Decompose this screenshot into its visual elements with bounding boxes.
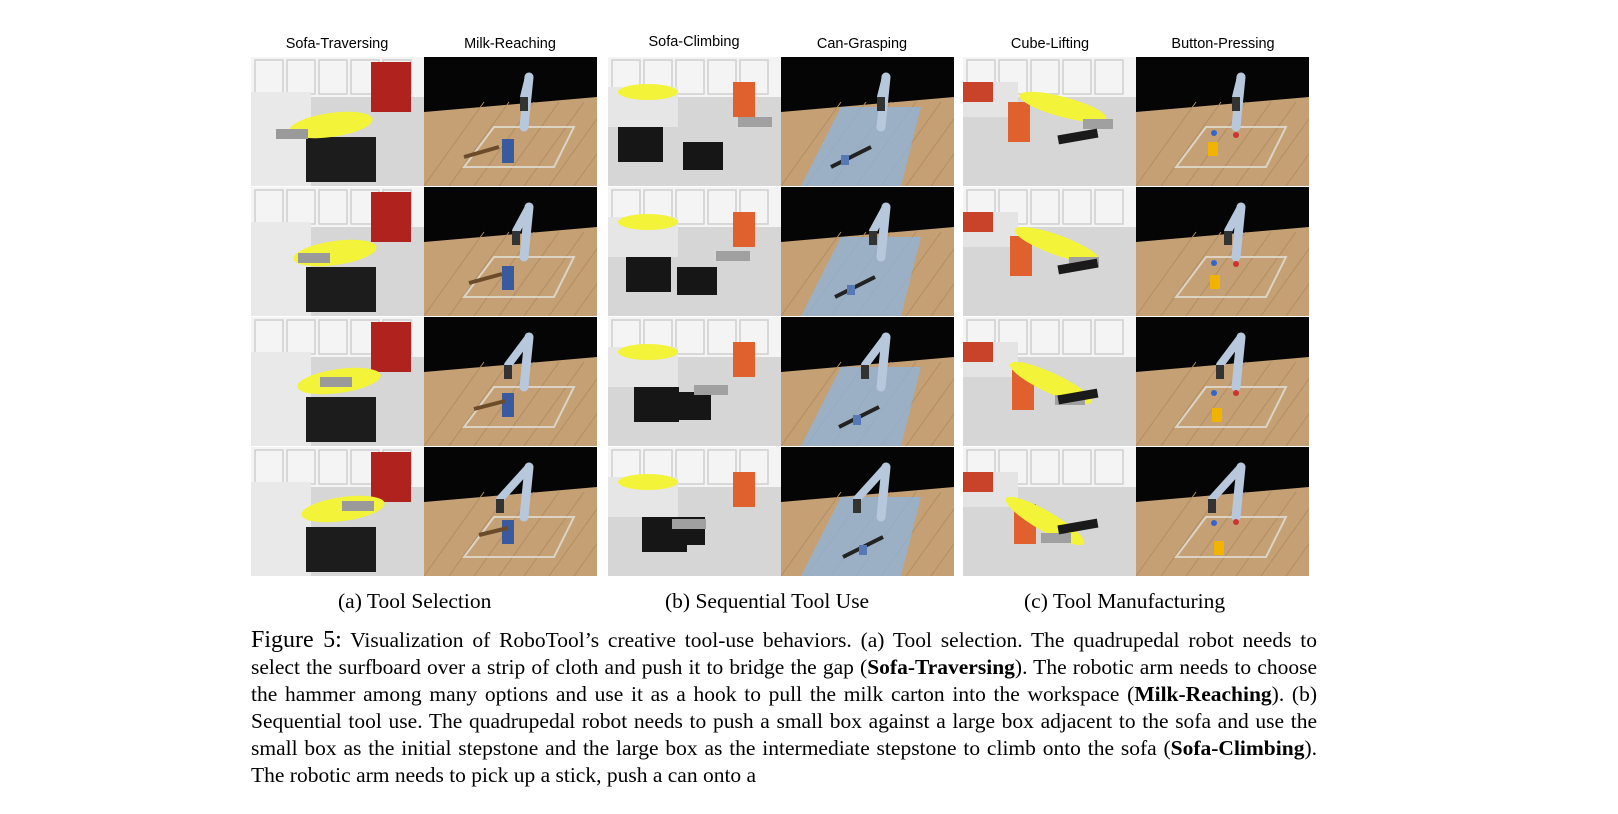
scene-illustration [1136,447,1309,576]
scene-illustration [608,187,781,316]
photo-quad-surf-frame-4 [251,447,424,576]
photo-arm-button-frame-1 [1136,57,1309,186]
figure-caption: Figure 5: Visualization of RoboTool’s cr… [251,627,1317,789]
scene-illustration [781,57,954,186]
scene-illustration [781,447,954,576]
scene-illustration [424,187,597,316]
scene-illustration [251,447,424,576]
photo-arm-can-frame-3 [781,317,954,446]
photo-quad-chair-frame-3 [963,317,1136,446]
scene-illustration [608,317,781,446]
figure-label: Figure 5: [251,627,342,653]
photo-quad-surf-frame-2 [251,187,424,316]
scene-illustration [963,187,1136,316]
column-label-can-grasping: Can-Grasping [816,36,908,52]
scene-illustration [251,57,424,186]
subcaption-tool-selection: (a) Tool Selection [338,589,492,613]
column-label-button-pressing: Button-Pressing [1171,36,1275,52]
photo-arm-button-frame-4 [1136,447,1309,576]
photo-arm-milk-frame-4 [424,447,597,576]
scene-illustration [963,447,1136,576]
caption-bold-term: Sofa-Climbing [1170,736,1305,760]
photo-arm-milk-frame-3 [424,317,597,446]
subcaption-sequential-tool-use: (b) Sequential Tool Use [665,589,870,613]
scene-illustration [1136,187,1309,316]
scene-illustration [963,57,1136,186]
column-label-sofa-climbing: Sofa-Climbing [648,34,740,50]
subcaption-tool-manufacturing: (c) Tool Manufacturing [1024,589,1226,613]
scene-illustration [963,317,1136,446]
scene-illustration [424,317,597,446]
photo-arm-button-frame-3 [1136,317,1309,446]
photo-arm-milk-frame-1 [424,57,597,186]
scene-illustration [424,57,597,186]
scene-illustration [608,57,781,186]
scene-illustration [424,447,597,576]
photo-quad-box-frame-4 [608,447,781,576]
scene-illustration [781,187,954,316]
photo-quad-surf-frame-1 [251,57,424,186]
photo-quad-chair-frame-2 [963,187,1136,316]
column-label-sofa-traversing: Sofa-Traversing [285,36,389,52]
photo-arm-can-frame-4 [781,447,954,576]
photo-arm-milk-frame-2 [424,187,597,316]
scene-illustration [251,187,424,316]
caption-text: ). (b) Sequential tool use. The quadrupe… [251,682,1317,760]
scene-illustration [608,447,781,576]
photo-quad-chair-frame-4 [963,447,1136,576]
photo-quad-surf-frame-3 [251,317,424,446]
column-label-cube-lifting: Cube-Lifting [1010,36,1090,52]
photo-arm-can-frame-1 [781,57,954,186]
scene-illustration [781,317,954,446]
caption-bold-term: Milk-Reaching [1134,682,1272,706]
caption-text: Visualization of RoboTool’s creative too… [251,628,1317,679]
caption-text: ). The robotic arm needs to choose the h… [251,655,1317,706]
scene-illustration [1136,317,1309,446]
photo-arm-button-frame-2 [1136,187,1309,316]
photo-quad-box-frame-1 [608,57,781,186]
caption-bold-term: Sofa-Traversing [867,655,1015,679]
photo-quad-box-frame-2 [608,187,781,316]
scene-illustration [1136,57,1309,186]
column-label-milk-reaching: Milk-Reaching [464,36,556,52]
photo-quad-box-frame-3 [608,317,781,446]
caption-text: ). The robotic arm needs to pick up a st… [251,736,1317,787]
photo-quad-chair-frame-1 [963,57,1136,186]
scene-illustration [251,317,424,446]
photo-arm-can-frame-2 [781,187,954,316]
